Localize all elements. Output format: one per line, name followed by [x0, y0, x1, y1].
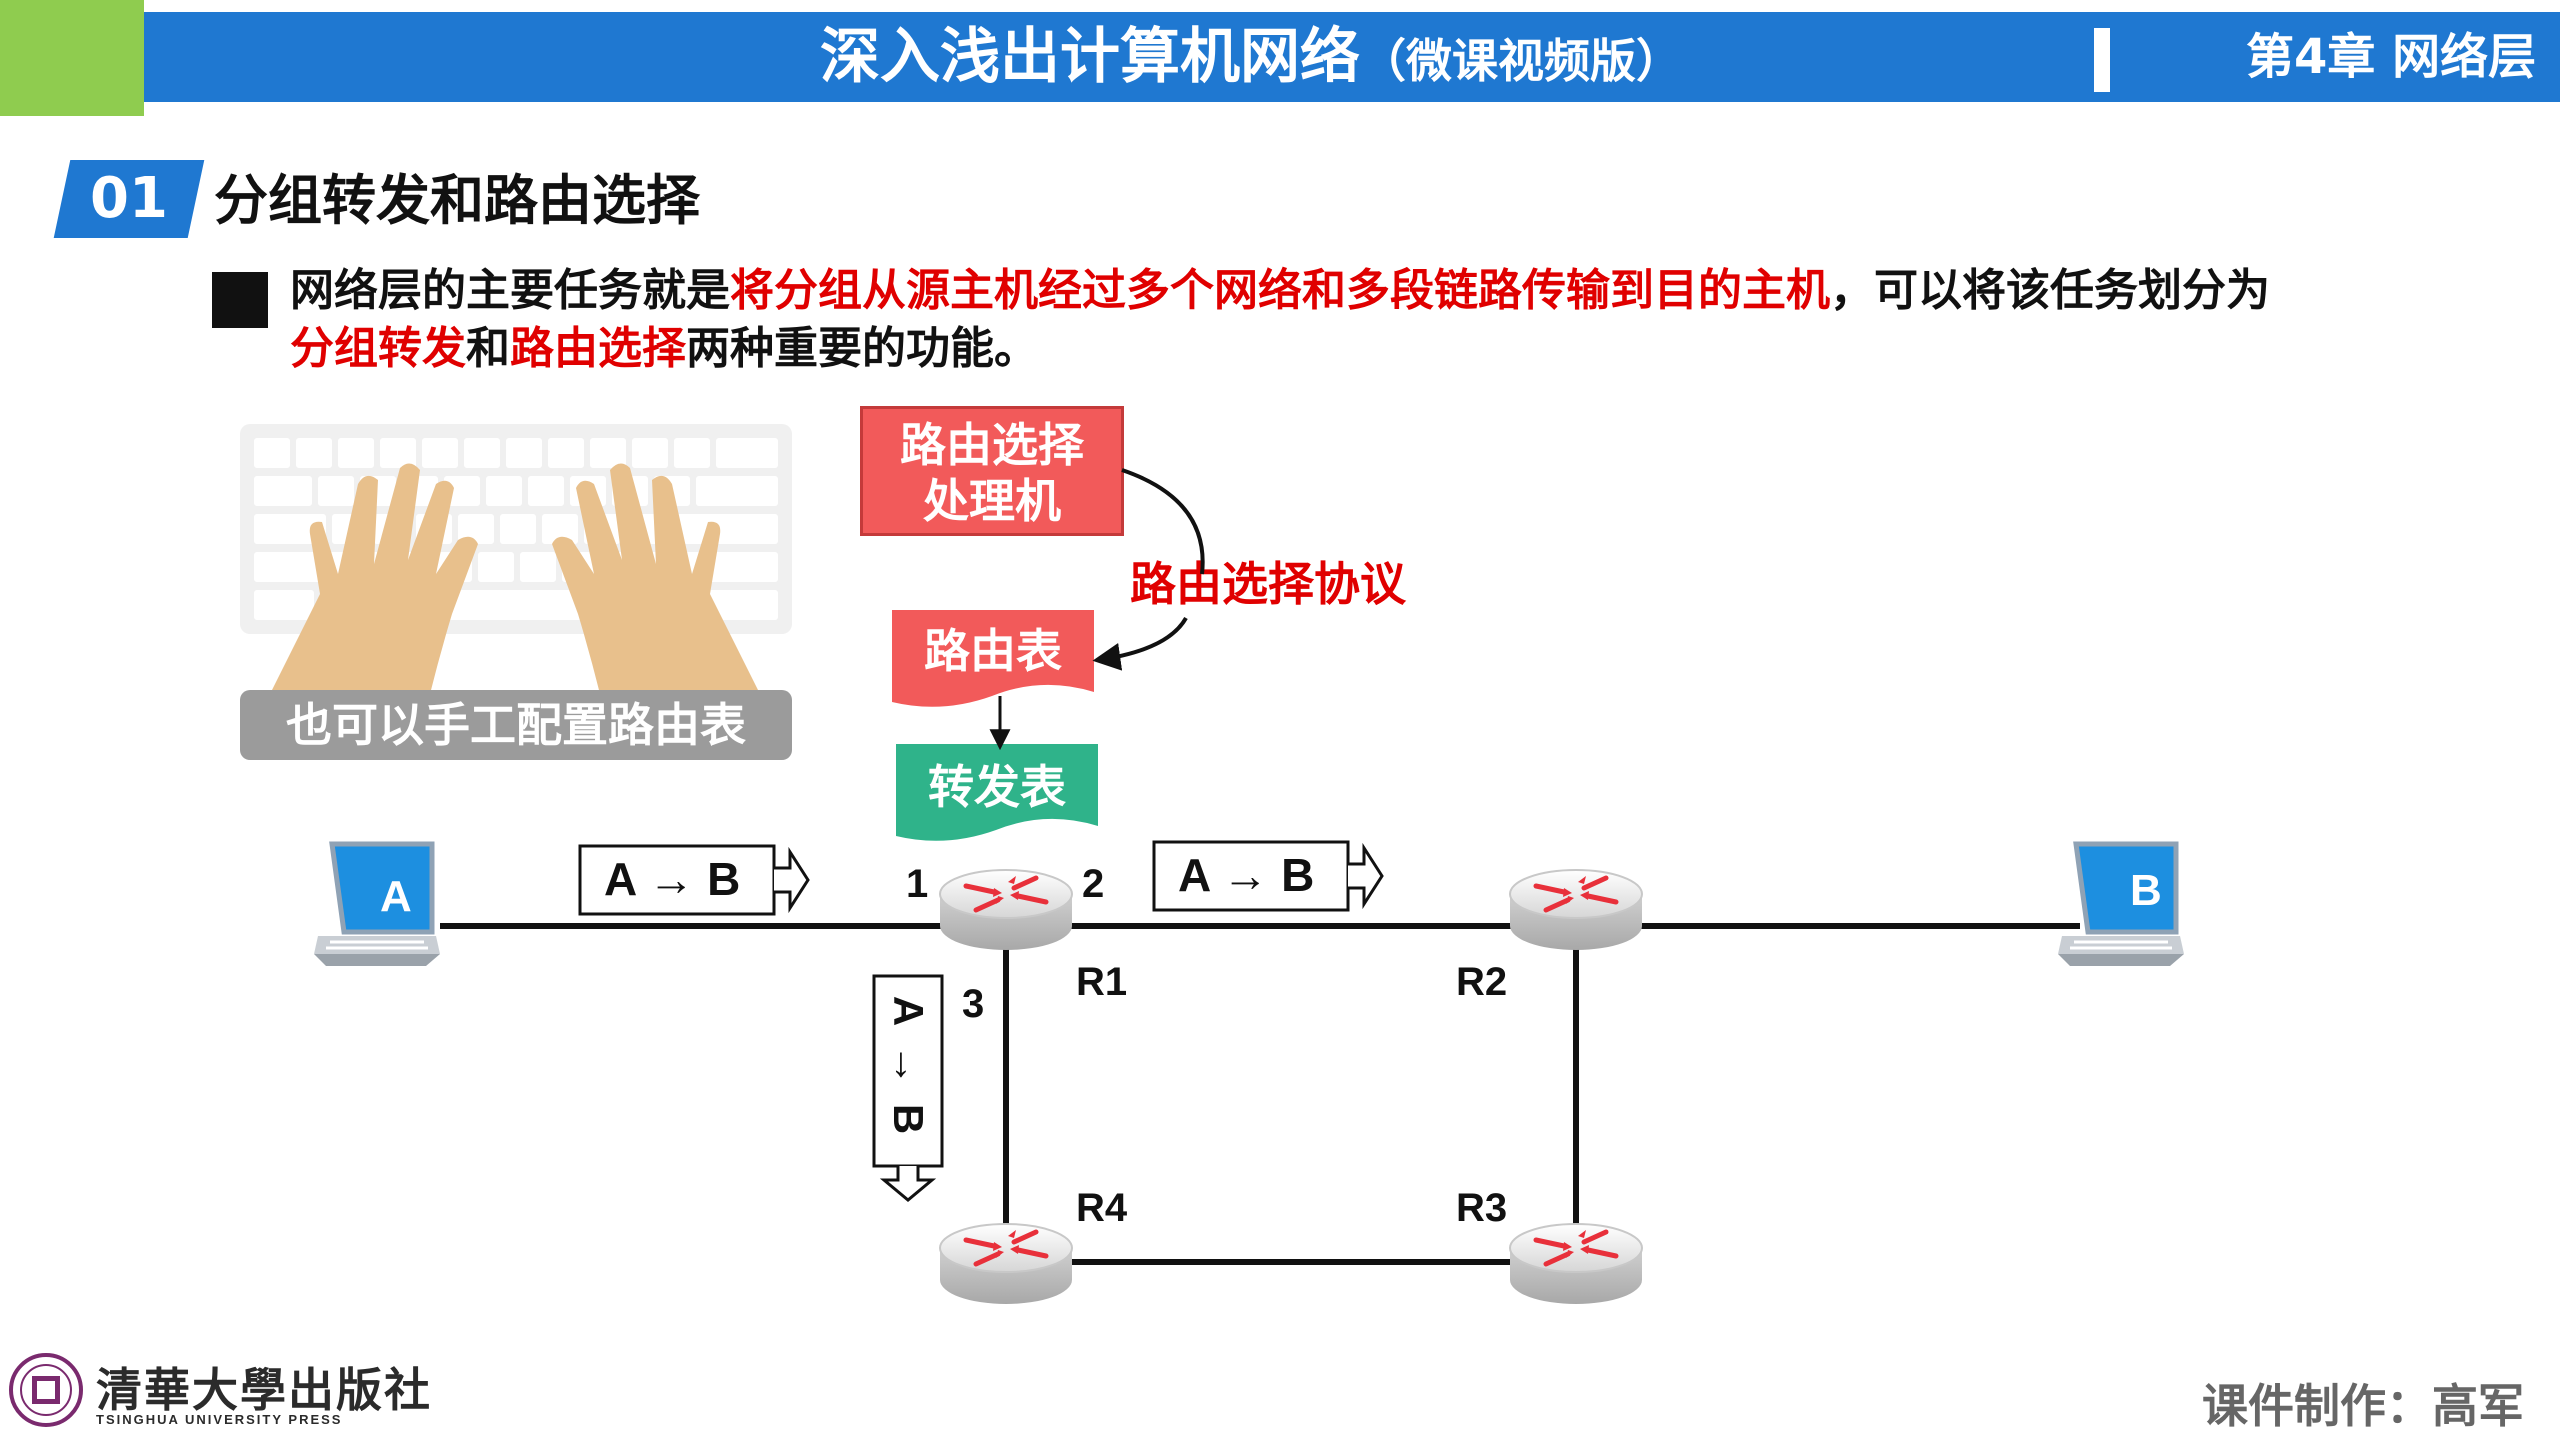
- publisher-name-en: TSINGHUA UNIVERSITY PRESS: [96, 1412, 343, 1427]
- chapter-title: 第4章 网络层: [2246, 29, 2537, 85]
- bullet-text-highlight-forwarding: 分组转发: [290, 323, 466, 374]
- bullet-text-part5: 和: [466, 323, 510, 374]
- routing-processor-line1: 路由选择: [900, 418, 1084, 472]
- bullet-text-highlight-routing: 路由选择: [510, 323, 686, 374]
- laptop-icon-host-a: [314, 844, 440, 966]
- packet-box-a-to-r1: [578, 844, 810, 916]
- router-r4: [940, 1224, 1072, 1304]
- port-label-1: 1: [906, 862, 929, 906]
- router-r2: [1510, 870, 1642, 950]
- router-label-r4: R4: [1076, 1186, 1128, 1230]
- host-a-label: A: [380, 872, 412, 921]
- packet-box-r1-to-r4: [872, 974, 944, 1202]
- curve-protocol-to-routing-table: [1092, 616, 1188, 671]
- bullet-text-highlight-task: 将分组从源主机经过多个网络和多段链路传输到目的主机: [730, 265, 1830, 316]
- laptop-icon-host-b: [2058, 844, 2184, 966]
- header-bar: [0, 12, 2560, 102]
- bullet-text: 网络层的主要任务就是将分组从源主机经过多个网络和多段链路传输到目的主机，可以将该…: [290, 262, 2490, 378]
- header-accent-block: [0, 0, 144, 116]
- packet-label-a-to-r1: A → B: [604, 853, 741, 905]
- host-b-label: B: [2130, 866, 2162, 915]
- packet-label-r1-to-r2: A → B: [1178, 849, 1315, 901]
- bullet-text-part7: 两种重要的功能。: [686, 323, 1038, 374]
- forwarding-table-document-shape: [896, 744, 1098, 841]
- author-credit: 课件制作：高军: [2202, 1379, 2524, 1433]
- routing-table-label: 路由表: [924, 624, 1062, 678]
- routing-table-document-shape: [892, 610, 1094, 707]
- bullet-text-part1: 网络层的主要任务就是: [290, 265, 730, 316]
- router-label-r3: R3: [1456, 1186, 1508, 1230]
- course-title-subtitle: （微课视频版）: [1360, 34, 1682, 88]
- bullet-text-part3: ，可以将该任务划分为: [1830, 265, 2270, 316]
- router-r1: [940, 870, 1072, 950]
- packet-vertical-to: B: [885, 1103, 932, 1135]
- port-label-2: 2: [1082, 862, 1105, 906]
- keyboard-hands-illustration: [240, 424, 792, 694]
- routing-protocol-label: 路由选择协议: [1130, 557, 1406, 611]
- router-label-r2: R2: [1456, 960, 1508, 1004]
- router-r3: [1510, 1224, 1642, 1304]
- port-label-3: 3: [962, 982, 985, 1026]
- routing-processor-line2: 处理机: [923, 474, 1061, 528]
- routing-processor-box: 路由选择 处理机: [860, 406, 1124, 536]
- manual-config-label: 也可以手工配置路由表: [240, 690, 792, 760]
- forwarding-table-label: 转发表: [928, 760, 1066, 814]
- bullet-square: [212, 272, 268, 328]
- header-divider: [2094, 28, 2110, 92]
- course-title-main: 深入浅出计算机网络: [820, 22, 1360, 92]
- curve-processor-to-protocol: [1121, 468, 1205, 575]
- course-title: 深入浅出计算机网络（微课视频版）: [820, 14, 1682, 100]
- packet-box-r1-to-r2: [1152, 840, 1384, 912]
- section-number: 01: [90, 166, 168, 231]
- packet-label-r1-to-r4: A → B: [874, 984, 942, 1146]
- publisher-logo-seal: [9, 1353, 83, 1427]
- router-label-r1: R1: [1076, 960, 1128, 1004]
- section-title: 分组转发和路由选择: [214, 169, 700, 232]
- publisher-name-cn: 清華大學出版社: [96, 1363, 432, 1417]
